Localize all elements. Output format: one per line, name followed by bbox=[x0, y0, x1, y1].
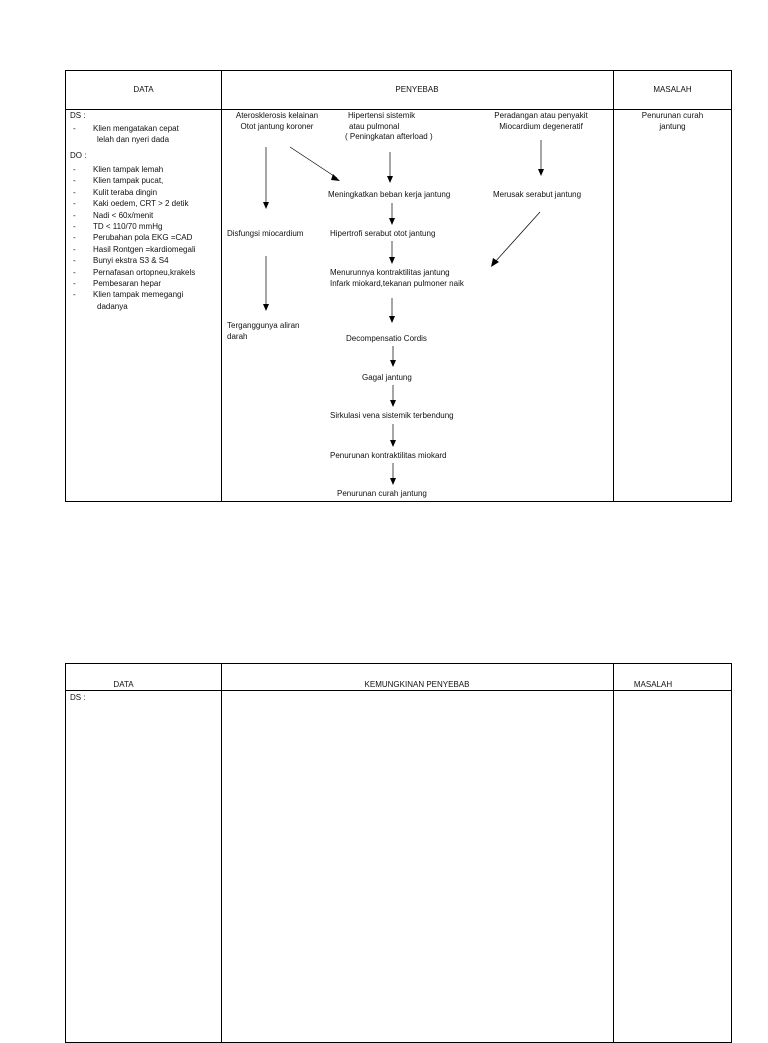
do-label: DO : bbox=[70, 151, 87, 160]
flow-fiber-damage: Merusak serabut jantung bbox=[493, 190, 582, 199]
list-item: dadanya bbox=[97, 301, 128, 311]
header-problem: MASALAH bbox=[653, 85, 692, 94]
ds-label: DS : bbox=[70, 693, 86, 702]
list-item: Nadi < 60x/menit bbox=[73, 210, 196, 222]
column-divider bbox=[221, 664, 222, 1042]
ds-label: DS : bbox=[70, 111, 86, 120]
flow-workload: Meningkatkan beban kerja jantung bbox=[328, 190, 451, 199]
list-item: Hasil Rontgen =kardiomegali bbox=[73, 244, 196, 256]
list-item: Bunyi ekstra S3 & S4 bbox=[73, 255, 196, 267]
header-divider bbox=[66, 690, 731, 691]
header-cause: PENYEBAB bbox=[395, 85, 439, 94]
flow-cardiac-output-decrease: Penurunan curah jantung bbox=[337, 489, 427, 498]
list-item: Klien tampak pucat, bbox=[73, 175, 196, 187]
analysis-table-2: DATA KEMUNGKINAN PENYEBAB MASALAH bbox=[65, 663, 732, 1043]
list-item: Klien tampak memegangi bbox=[73, 289, 196, 301]
list-item: Kaki oedem, CRT > 2 detik bbox=[73, 198, 196, 210]
header-data: DATA bbox=[113, 680, 134, 689]
flow-dysfunction: Disfungsi miocardium bbox=[227, 229, 304, 238]
list-item: TD < 110/70 mmHg bbox=[73, 221, 196, 233]
list-item: Pernafasan ortopneu,krakels bbox=[73, 267, 196, 279]
header-data: DATA bbox=[133, 85, 154, 94]
flow-hypertrophy: Hipertrofi serabut otot jantung bbox=[330, 229, 436, 238]
header-divider bbox=[66, 109, 731, 110]
flow-myocardial-decrease: Penurunan kontraktilitas miokard bbox=[330, 451, 447, 460]
list-item: Kulit teraba dingin bbox=[73, 187, 196, 199]
flow-venous-congestion: Sirkulasi vena sistemik terbendung bbox=[330, 411, 454, 420]
flow-heart-failure: Gagal jantung bbox=[362, 373, 412, 382]
flow-hypertension: Hipertensi sistemik atau pulmonal ( Peni… bbox=[345, 111, 433, 141]
column-divider bbox=[613, 71, 614, 501]
list-item: lelah dan nyeri dada bbox=[97, 134, 170, 144]
list-item: Perubahan pola EKG =CAD bbox=[73, 232, 196, 244]
ds-list: Klien mengatakan cepat lelah dan nyeri d… bbox=[73, 124, 179, 145]
do-list: Klien tampak lemah Klien tampak pucat, K… bbox=[73, 164, 196, 312]
flow-decompensation: Decompensatio Cordis bbox=[346, 334, 427, 343]
list-item: Klien mengatakan cepat bbox=[73, 124, 179, 135]
header-problem: MASALAH bbox=[633, 680, 673, 689]
column-divider bbox=[613, 664, 614, 1042]
column-divider bbox=[221, 71, 222, 501]
header-cause: KEMUNGKINAN PENYEBAB bbox=[364, 680, 470, 689]
list-item: Pembesaran hepar bbox=[73, 278, 196, 290]
analysis-table-1: DATA PENYEBAB MASALAH bbox=[65, 70, 732, 502]
list-item: Klien tampak lemah bbox=[73, 164, 196, 176]
